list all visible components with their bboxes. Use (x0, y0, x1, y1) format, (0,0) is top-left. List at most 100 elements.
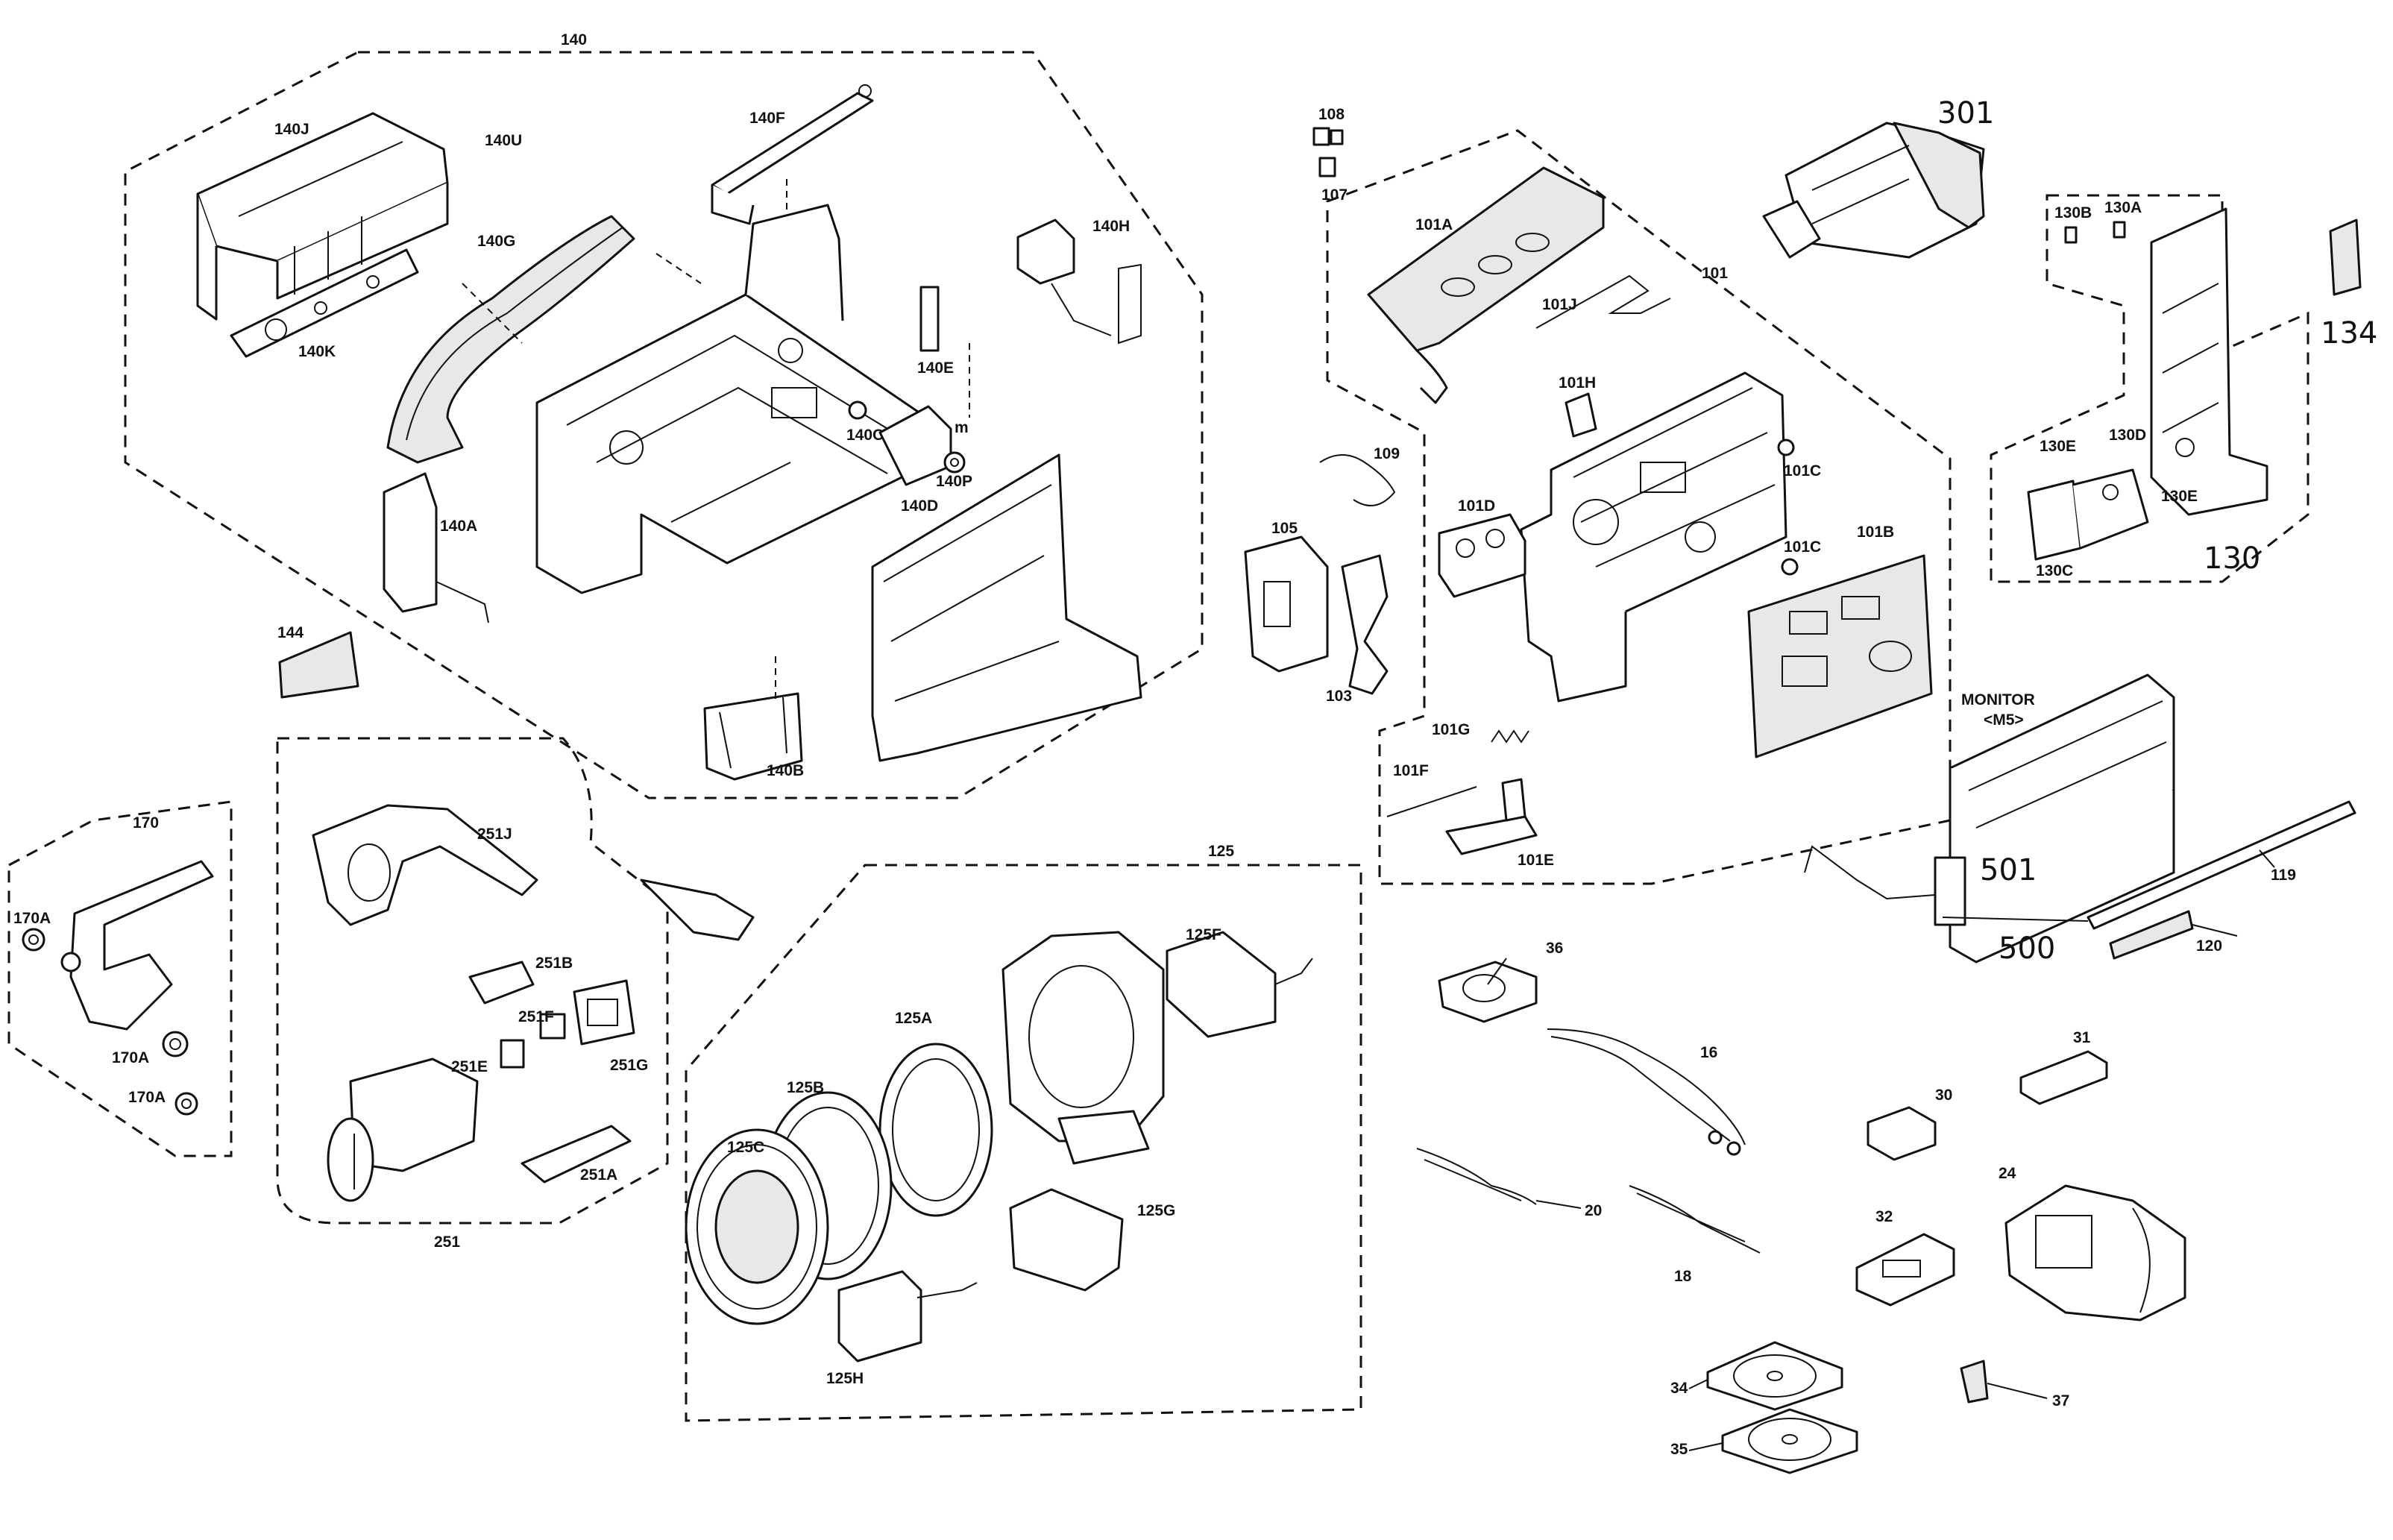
label-301: 301 (1937, 96, 1994, 131)
group-125-boundary (685, 864, 1362, 1422)
label-251: 251 (434, 1233, 460, 1251)
part-140B-handle (703, 692, 803, 781)
part-125C-lens-ring (685, 1128, 829, 1325)
label-140A: 140A (440, 518, 477, 535)
part-125F-box (1166, 931, 1313, 1038)
part-140E-plate (919, 286, 940, 352)
label-140J: 140J (274, 121, 309, 138)
part-101A-top-cover (1367, 166, 1605, 404)
part-101H-bracket (1565, 392, 1597, 438)
part-103-bracket (1341, 554, 1389, 695)
part-251J-flex (312, 804, 538, 926)
label-125C: 125C (727, 1139, 764, 1156)
label-30: 30 (1935, 1087, 1952, 1104)
part-251F-block (539, 1013, 566, 1040)
label-125G: 125G (1137, 1202, 1175, 1219)
label-140B: 140B (767, 762, 804, 779)
part-130C-switch-block (2027, 468, 2149, 561)
part-140C-screw (848, 400, 952, 486)
part-109-spring (1319, 454, 1396, 506)
part-251-lens-block (327, 1057, 479, 1202)
label-140D: 140D (901, 497, 938, 515)
label-130E-1: 130E (2040, 438, 2076, 455)
label-119: 119 (2271, 867, 2296, 884)
part-24-case (2004, 1184, 2186, 1321)
part-130B-130A-screws (2064, 221, 2126, 244)
part-20-cable (1416, 1148, 1537, 1205)
label-140P: 140P (936, 473, 972, 490)
label-125H: 125H (826, 1370, 864, 1387)
label-144: 144 (277, 624, 304, 641)
label-35: 35 (1670, 1441, 1688, 1458)
label-34: 34 (1670, 1380, 1688, 1397)
label-24: 24 (1999, 1165, 2016, 1182)
part-105-jack-cover (1244, 535, 1329, 673)
part-140K-bracket (230, 248, 419, 358)
label-130A: 130A (2104, 199, 2142, 216)
part-140D-side-frame (871, 453, 1142, 762)
label-170A-3: 170A (128, 1089, 166, 1106)
label-monitor: MONITOR (1961, 691, 2035, 708)
part-140F-rail (711, 84, 874, 225)
part-140G-strap (386, 215, 635, 464)
part-101D-switch (1438, 513, 1526, 598)
label-251F: 251F (518, 1008, 554, 1025)
group-251-boundary (276, 737, 669, 1225)
label-101E: 101E (1518, 852, 1554, 869)
part-140P-washer (943, 451, 966, 474)
label-251E: 251E (451, 1058, 488, 1075)
part-16-av-cable (1547, 1028, 1746, 1156)
part-101E-button (1445, 778, 1538, 855)
part-101C-rings (1777, 439, 1799, 576)
part-labels: 140 140J 140U 140F 140G 140H 140K 140E 1… (13, 31, 2377, 1458)
part-37-card (1960, 1360, 1989, 1404)
label-130C: 130C (2036, 562, 2073, 579)
part-108-107-clips (1312, 127, 1344, 177)
part-101B-label-sheet (1747, 554, 1933, 758)
group-170-boundary (7, 800, 233, 1157)
label-101B: 101B (1857, 524, 1894, 541)
label-251G: 251G (610, 1057, 648, 1074)
part-119-strip (2087, 800, 2356, 930)
label-140E: 140E (917, 359, 954, 377)
label-103: 103 (1326, 688, 1352, 705)
label-170A-1: 170A (13, 910, 51, 927)
label-170A-2: 170A (112, 1049, 149, 1066)
label-125B: 125B (787, 1079, 824, 1096)
label-130B: 130B (2054, 204, 2092, 221)
label-monitor-model: <M5> (1984, 711, 2024, 729)
label-105: 105 (1271, 520, 1298, 537)
part-251B-clip (468, 961, 535, 1005)
part-130-frame (2150, 207, 2268, 516)
part-251A-rail (521, 1125, 632, 1184)
part-101-main-frame (1520, 371, 1787, 703)
label-501: 501 (1980, 853, 2037, 887)
part-251G-ccd (573, 979, 635, 1046)
label-109: 109 (1374, 445, 1400, 462)
label-140C: 140C (846, 427, 884, 444)
leader-lines (1487, 849, 2275, 1451)
label-m: m (955, 419, 969, 436)
part-140H-assembly (1016, 219, 1142, 345)
label-108: 108 (1318, 106, 1345, 123)
label-16: 16 (1700, 1044, 1717, 1061)
part-101F-rod (1386, 786, 1477, 817)
label-140K: 140K (298, 343, 336, 360)
label-101H: 101H (1559, 374, 1596, 392)
part-120-strip (2109, 910, 2194, 960)
label-37: 37 (2052, 1392, 2069, 1409)
part-34-cd (1706, 1341, 1843, 1411)
part-144-label (278, 631, 359, 699)
label-251J: 251J (477, 826, 512, 843)
label-101F: 101F (1393, 762, 1429, 779)
label-130D: 130D (2109, 427, 2146, 444)
label-134: 134 (2321, 316, 2377, 351)
label-101: 101 (1702, 265, 1728, 282)
part-125A-ring (878, 1043, 993, 1217)
label-140: 140 (561, 31, 587, 48)
label-101C-1: 101C (1784, 462, 1821, 480)
leader-140-group (462, 179, 970, 701)
label-170: 170 (133, 814, 159, 832)
